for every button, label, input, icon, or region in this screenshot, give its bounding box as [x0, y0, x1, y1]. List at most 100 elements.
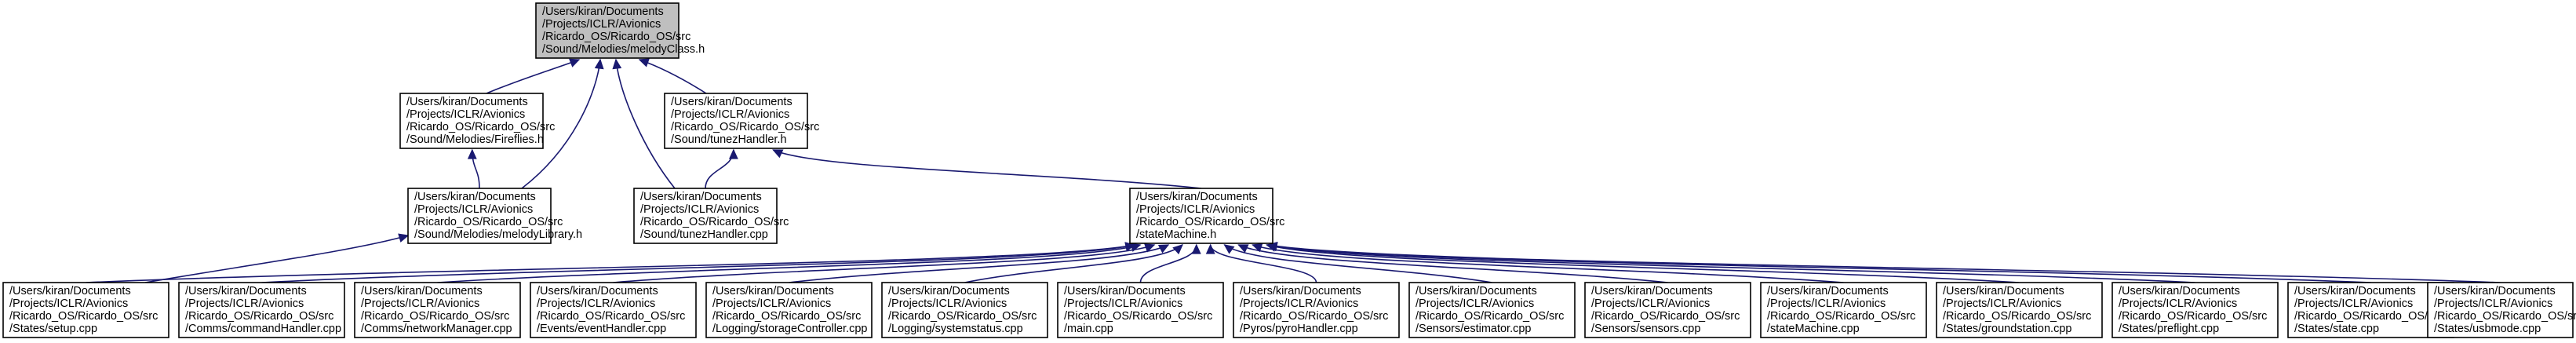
node-label-line: /Users/kiran/Documents — [671, 96, 792, 108]
node-box — [535, 2, 680, 59]
node-storagecontroller-cpp[interactable]: /Users/kiran/Documents/Projects/ICLR/Avi… — [705, 282, 873, 338]
node-label-line: /Users/kiran/Documents — [185, 285, 307, 297]
node-label-line: /Users/kiran/Documents — [1240, 285, 1361, 297]
node-label-line: /Projects/ICLR/Avionics — [1943, 297, 2061, 310]
node-label-line: /main.cpp — [1064, 323, 1113, 335]
node-label-line: /Projects/ICLR/Avionics — [1136, 203, 1255, 216]
node-label-line: /Ricardo_OS/Ricardo_OS/src — [406, 121, 555, 133]
node-pyrohandler-cpp[interactable]: /Users/kiran/Documents/Projects/ICLR/Avi… — [1233, 282, 1400, 338]
node-groundstation-cpp[interactable]: /Users/kiran/Documents/Projects/ICLR/Avi… — [1936, 282, 2103, 338]
node-commandhandler-cpp[interactable]: /Users/kiran/Documents/Projects/ICLR/Avi… — [178, 282, 345, 338]
node-label-line: /Projects/ICLR/Avionics — [712, 297, 831, 310]
node-box[interactable] — [1936, 282, 2103, 338]
node-label-line: /Projects/ICLR/Avionics — [1591, 297, 1710, 310]
node-label-line: /Ricardo_OS/Ricardo_OS/src — [2119, 310, 2267, 323]
node-preflight-cpp[interactable]: /Users/kiran/Documents/Projects/ICLR/Avi… — [2111, 282, 2279, 338]
node-box[interactable] — [1760, 282, 1927, 338]
node-label-line: /Projects/ICLR/Avionics — [9, 297, 128, 310]
node-label-line: /Projects/ICLR/Avionics — [1416, 297, 1534, 310]
node-label-line: /Projects/ICLR/Avionics — [361, 297, 479, 310]
node-label-line: /Ricardo_OS/Ricardo_OS/src — [1591, 310, 1740, 323]
node-label-line: /stateMachine.h — [1136, 228, 1216, 241]
node-tunezhandler-h[interactable]: /Users/kiran/Documents/Projects/ICLR/Avi… — [664, 93, 819, 149]
node-label-line: /Projects/ICLR/Avionics — [1767, 297, 1886, 310]
node-box[interactable] — [2111, 282, 2279, 338]
node-statemachine-h[interactable]: /Users/kiran/Documents/Projects/ICLR/Avi… — [1129, 188, 1284, 244]
node-label-line: /States/preflight.cpp — [2119, 323, 2219, 335]
node-box[interactable] — [178, 282, 345, 338]
node-label-line: /Ricardo_OS/Ricardo_OS/src — [185, 310, 333, 323]
node-label-line: /Ricardo_OS/Ricardo_OS/src — [361, 310, 509, 323]
node-box[interactable] — [1408, 282, 1576, 338]
node-label-line: /Sensors/estimator.cpp — [1416, 323, 1532, 335]
node-label-line: /Users/kiran/Documents — [2434, 285, 2556, 297]
node-box[interactable] — [2, 282, 169, 338]
node-sensors-cpp[interactable]: /Users/kiran/Documents/Projects/ICLR/Avi… — [1584, 282, 1751, 338]
node-box[interactable] — [1129, 188, 1273, 244]
node-statemachine-cpp[interactable]: /Users/kiran/Documents/Projects/ICLR/Avi… — [1760, 282, 1927, 338]
node-box[interactable] — [354, 282, 521, 338]
node-label-line: /Users/kiran/Documents — [361, 285, 483, 297]
node-label-line: /Users/kiran/Documents — [2119, 285, 2240, 297]
node-box[interactable] — [2427, 282, 2574, 338]
node-setup-cpp[interactable]: /Users/kiran/Documents/Projects/ICLR/Avi… — [2, 282, 169, 338]
node-label-line: /Users/kiran/Documents — [1064, 285, 1186, 297]
node-label-line: /Ricardo_OS/Ricardo_OS/src — [1064, 310, 1212, 323]
node-box[interactable] — [530, 282, 697, 338]
edge-statemachine_h-to-tunezhandler_h — [773, 149, 1202, 189]
node-label-line: /Users/kiran/Documents — [9, 285, 131, 297]
node-label-line: /Projects/ICLR/Avionics — [888, 297, 1007, 310]
node-main-cpp[interactable]: /Users/kiran/Documents/Projects/ICLR/Avi… — [1057, 282, 1224, 338]
node-estimator-cpp[interactable]: /Users/kiran/Documents/Projects/ICLR/Avi… — [1408, 282, 1576, 338]
node-label-line: /Users/kiran/Documents — [1416, 285, 1537, 297]
node-label-line: /Ricardo_OS/Ricardo_OS/src — [1767, 310, 1915, 323]
node-box[interactable] — [1584, 282, 1751, 338]
node-systemstatus-cpp[interactable]: /Users/kiran/Documents/Projects/ICLR/Avi… — [881, 282, 1048, 338]
edge-tunezhandler_cpp-to-melodyclass_h — [615, 59, 676, 189]
node-label-line: /Projects/ICLR/Avionics — [671, 108, 789, 121]
node-usbmode-cpp[interactable]: /Users/kiran/Documents/Projects/ICLR/Avi… — [2427, 282, 2576, 338]
edge-preflight_cpp-to-statemachine_h — [1267, 244, 2195, 283]
edge-arrowhead — [612, 58, 622, 70]
edge-arrowhead — [1205, 243, 1215, 254]
node-label-line: /Sensors/sensors.cpp — [1591, 323, 1700, 335]
edge-arrowhead — [569, 58, 581, 68]
node-label-line: /stateMachine.cpp — [1767, 323, 1860, 335]
edge-arrowhead — [728, 148, 738, 159]
node-label-line: /Ricardo_OS/Ricardo_OS/src — [640, 216, 789, 228]
edge-estimator_cpp-to-statemachine_h — [1224, 244, 1492, 283]
node-label-line: /States/groundstation.cpp — [1943, 323, 2071, 335]
node-box[interactable] — [1057, 282, 1224, 338]
node-box[interactable] — [881, 282, 1048, 338]
node-fireflies-h[interactable]: /Users/kiran/Documents/Projects/ICLR/Avi… — [399, 93, 555, 149]
edge-commandhandler_cpp-to-statemachine_h — [261, 244, 1135, 283]
edge-pyrohandler_cpp-to-statemachine_h — [1209, 244, 1317, 283]
node-networkmanager-cpp[interactable]: /Users/kiran/Documents/Projects/ICLR/Avi… — [354, 282, 521, 338]
node-label-line: /Users/kiran/Documents — [1943, 285, 2064, 297]
node-label-line: /Ricardo_OS/Ricardo_OS/src — [712, 310, 861, 323]
node-label-line: /Ricardo_OS/Ricardo_OS/src — [671, 121, 819, 133]
edges-layer — [86, 58, 2501, 283]
node-box[interactable] — [407, 188, 552, 244]
node-state-cpp[interactable]: /Users/kiran/Documents/Projects/ICLR/Avi… — [2287, 282, 2454, 338]
edge-arrowhead — [1223, 244, 1235, 254]
node-label-line: /States/state.cpp — [2294, 323, 2379, 335]
edge-usbmode_cpp-to-statemachine_h — [1267, 244, 2501, 283]
node-label-line: /Ricardo_OS/Ricardo_OS/src — [1240, 310, 1388, 323]
node-box[interactable] — [399, 93, 544, 149]
node-melodylibrary-h[interactable]: /Users/kiran/Documents/Projects/ICLR/Avi… — [407, 188, 582, 244]
node-box[interactable] — [633, 188, 778, 244]
node-label-line: /Ricardo_OS/Ricardo_OS/src — [1416, 310, 1564, 323]
edge-arrowhead — [1191, 243, 1201, 254]
node-label-line: /States/usbmode.cpp — [2434, 323, 2541, 335]
node-box[interactable] — [1233, 282, 1400, 338]
node-label-line: /Projects/ICLR/Avionics — [542, 18, 661, 31]
node-label-line: /Users/kiran/Documents — [888, 285, 1010, 297]
node-label-line: /Projects/ICLR/Avionics — [1240, 297, 1358, 310]
node-eventhandler-cpp[interactable]: /Users/kiran/Documents/Projects/ICLR/Avi… — [530, 282, 697, 338]
node-box[interactable] — [705, 282, 873, 338]
node-box[interactable] — [2287, 282, 2454, 338]
node-label-line: /Ricardo_OS/Ricardo_OS/src — [2434, 310, 2576, 323]
node-tunezhandler-cpp[interactable]: /Users/kiran/Documents/Projects/ICLR/Avi… — [633, 188, 789, 244]
node-box[interactable] — [664, 93, 808, 149]
